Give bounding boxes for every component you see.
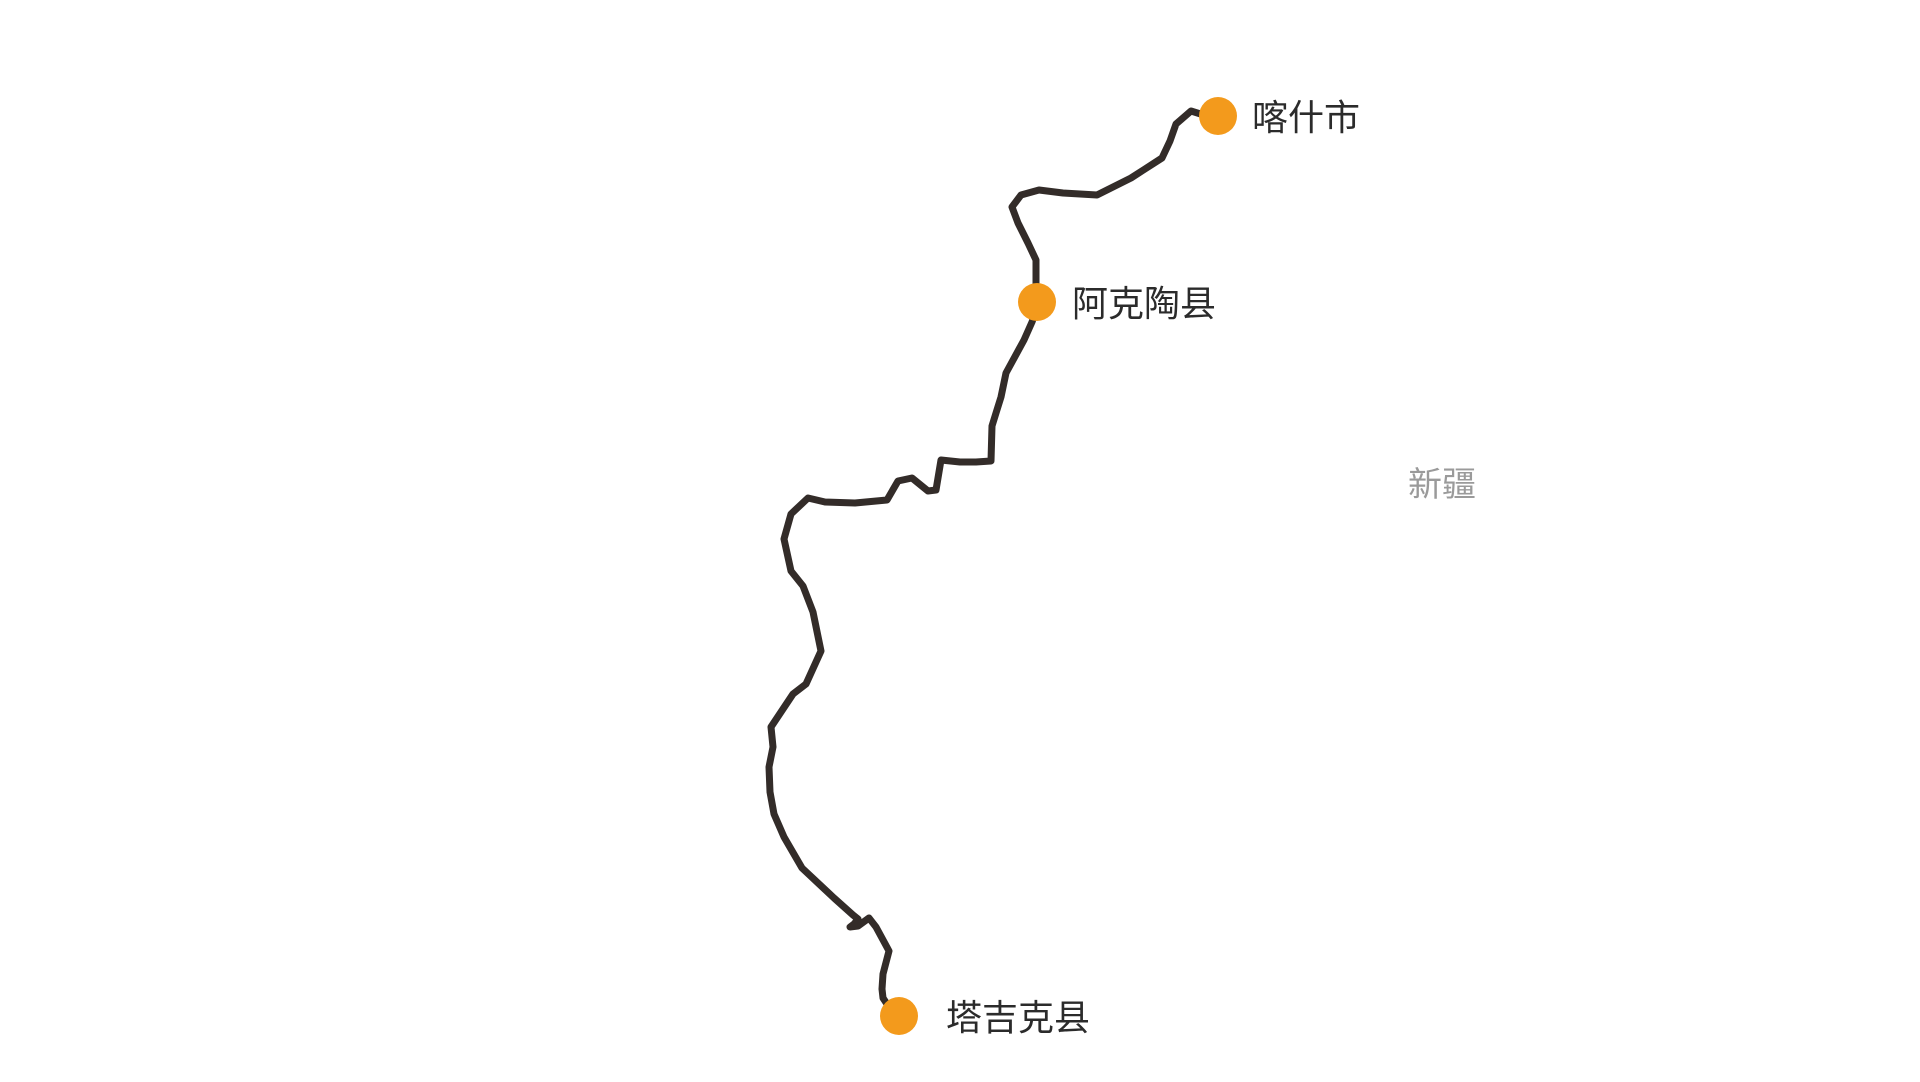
location-dot-icon — [880, 997, 918, 1035]
place-label-tajik: 塔吉克县 — [946, 998, 1090, 1039]
place-label-kashi: 喀什市 — [1252, 98, 1360, 139]
place-marker-kashi[interactable]: 喀什市 — [1199, 97, 1360, 139]
route-layer — [765, 107, 1211, 1014]
location-dot-icon — [1018, 283, 1056, 321]
location-dot-icon — [1199, 97, 1237, 135]
place-label-aketao: 阿克陶县 — [1072, 284, 1216, 325]
region-label: 新疆 — [1408, 465, 1476, 505]
route-line — [765, 107, 1211, 1014]
place-marker-tajik[interactable]: 塔吉克县 — [880, 997, 1090, 1039]
place-marker-aketao[interactable]: 阿克陶县 — [1018, 283, 1216, 325]
